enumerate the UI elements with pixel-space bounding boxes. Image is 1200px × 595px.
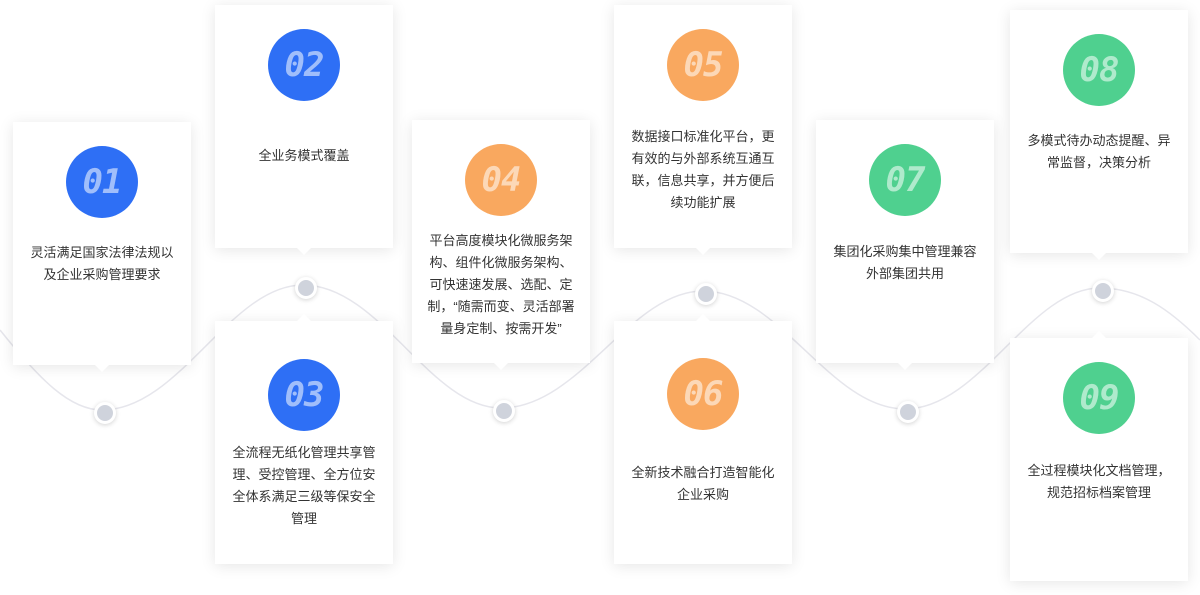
step-card-02: 02 全业务模式覆盖 (215, 5, 393, 255)
step-description: 全业务模式覆盖 (258, 148, 350, 163)
step-card-03: 03 全流程无纸化管理共享管理、受控管理、全方位安全体系满足三级等保安全管理 (215, 314, 393, 564)
step-number: 06 (683, 374, 724, 414)
step-number: 09 (1079, 378, 1120, 418)
step-description: 灵活满足国家法律法规以及企业采购管理要求 (30, 245, 174, 282)
step-number: 04 (481, 160, 522, 200)
timeline-dot-07 (897, 401, 919, 423)
card-pointer (696, 314, 710, 321)
step-badge-07: 07 (869, 144, 941, 216)
card-pointer (1092, 253, 1106, 260)
step-card-09: 09 全过程模块化文档管理，规范招标档案管理 (1010, 331, 1188, 581)
step-number: 02 (284, 45, 325, 85)
timeline-dot-02 (295, 277, 317, 299)
card-pointer (297, 248, 311, 255)
step-number: 08 (1079, 50, 1120, 90)
step-badge-02: 02 (268, 29, 340, 101)
step-description: 平台高度模块化微服务架构、组件化微服务架构、可快速速发展、选配、定制，“随需而变… (427, 233, 575, 336)
step-card-05: 05 数据接口标准化平台，更有效的与外部系统互通互联，信息共享，并方便后续功能扩… (614, 5, 792, 255)
step-number: 03 (284, 375, 325, 415)
timeline-dot-05 (695, 283, 717, 305)
step-badge-04: 04 (465, 144, 537, 216)
card-pointer (494, 363, 508, 370)
step-badge-03: 03 (268, 359, 340, 431)
step-card-08: 08 多模式待办动态提醒、异常监督，决策分析 (1010, 10, 1188, 260)
step-card-04: 04 平台高度模块化微服务架构、组件化微服务架构、可快速速发展、选配、定制，“随… (412, 120, 590, 370)
step-badge-06: 06 (667, 358, 739, 430)
step-card-06: 06 全新技术融合打造智能化企业采购 (614, 314, 792, 564)
timeline-dot-08 (1092, 280, 1114, 302)
step-badge-08: 08 (1063, 34, 1135, 106)
step-description: 全过程模块化文档管理，规范招标档案管理 (1027, 463, 1171, 500)
card-pointer (95, 365, 109, 372)
step-badge-09: 09 (1063, 362, 1135, 434)
step-card-07: 07 集团化采购集中管理兼容外部集团共用 (816, 120, 994, 370)
card-pointer (696, 248, 710, 255)
card-pointer (898, 363, 912, 370)
timeline-dot-01 (94, 402, 116, 424)
card-pointer (297, 314, 311, 321)
step-description: 数据接口标准化平台，更有效的与外部系统互通互联，信息共享，并方便后续功能扩展 (631, 129, 775, 210)
step-description: 全流程无纸化管理共享管理、受控管理、全方位安全体系满足三级等保安全管理 (232, 445, 376, 526)
step-number: 01 (82, 162, 123, 202)
step-card-01: 01 灵活满足国家法律法规以及企业采购管理要求 (13, 122, 191, 372)
card-pointer (1092, 331, 1106, 338)
step-number: 07 (885, 160, 926, 200)
step-number: 05 (683, 45, 724, 85)
step-badge-05: 05 (667, 29, 739, 101)
step-description: 全新技术融合打造智能化企业采购 (631, 465, 775, 502)
timeline-dot-04 (493, 400, 515, 422)
step-description: 集团化采购集中管理兼容外部集团共用 (833, 244, 977, 281)
step-badge-01: 01 (66, 146, 138, 218)
step-description: 多模式待办动态提醒、异常监督，决策分析 (1027, 133, 1171, 170)
